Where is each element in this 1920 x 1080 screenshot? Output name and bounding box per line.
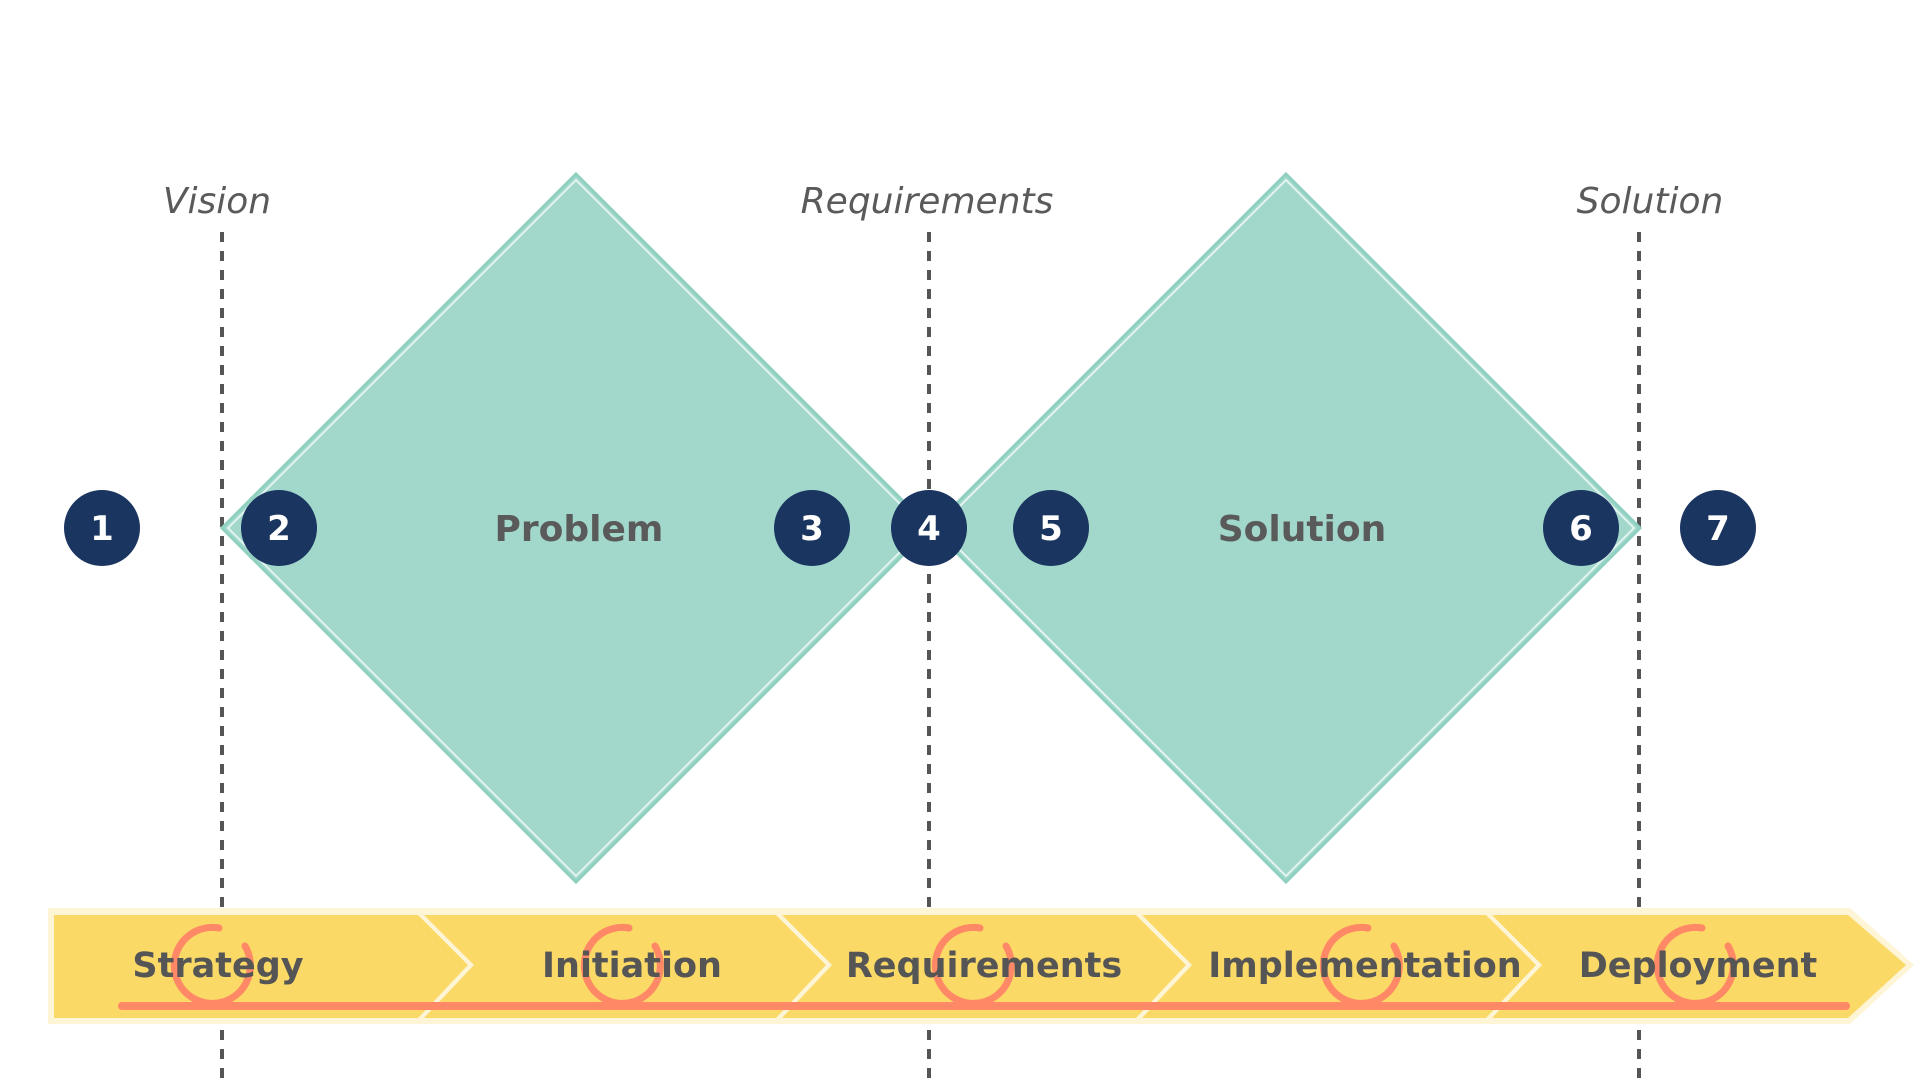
iteration-icons [170, 923, 1737, 1007]
phase-chevron-strategy [54, 915, 468, 1018]
step-number: 3 [800, 509, 824, 549]
phase-label-implementation: Implementation [1208, 946, 1521, 986]
step-markers: 1 2 3 4 5 6 7 [64, 490, 1756, 566]
phase-chevron-deployment [1492, 915, 1906, 1018]
iteration-cycle-icon [170, 923, 254, 1007]
phase-band [48, 908, 1914, 1024]
step-marker-3: 3 [774, 490, 850, 566]
step-marker-5: 5 [1013, 490, 1089, 566]
problem-diamond [219, 171, 933, 885]
step-number: 7 [1706, 509, 1730, 549]
iteration-cycle-icon [931, 923, 1015, 1007]
phase-label-deployment: Deployment [1579, 946, 1818, 986]
phase-chevron-initiation [424, 915, 826, 1018]
phase-chevron-requirements [782, 915, 1186, 1018]
step-marker-7: 7 [1680, 490, 1756, 566]
phase-label-initiation: Initiation [542, 946, 722, 986]
phase-labels: Strategy Initiation Requirements Impleme… [132, 946, 1817, 986]
milestone-label-solution: Solution [1577, 181, 1724, 222]
phase-label-requirements: Requirements [846, 946, 1122, 986]
diamond-labels: Problem Solution [495, 509, 1387, 550]
phase-label-strategy: Strategy [132, 946, 303, 986]
milestone-label-requirements: Requirements [801, 181, 1054, 222]
diamonds [219, 171, 1643, 885]
solution-label: Solution [1218, 509, 1387, 550]
step-marker-2: 2 [241, 490, 317, 566]
step-number: 2 [267, 509, 291, 549]
problem-label: Problem [495, 509, 664, 550]
iteration-cycle-icon [580, 923, 664, 1007]
problem-diamond-inner-border [226, 178, 926, 878]
solution-diamond-inner-border [936, 178, 1636, 878]
step-number: 5 [1039, 509, 1063, 549]
step-number: 1 [90, 509, 114, 549]
step-marker-6: 6 [1543, 490, 1619, 566]
iteration-cycle-icon [1653, 923, 1737, 1007]
milestone-labels: Vision Requirements Solution [163, 181, 1723, 222]
step-marker-1: 1 [64, 490, 140, 566]
step-number: 4 [917, 509, 941, 549]
milestone-label-vision: Vision [163, 181, 271, 222]
step-number: 6 [1569, 509, 1593, 549]
step-marker-4: 4 [891, 490, 967, 566]
solution-diamond [929, 171, 1643, 885]
phase-chevron-implementation [1142, 915, 1536, 1018]
iteration-cycle-icon [1319, 923, 1403, 1007]
